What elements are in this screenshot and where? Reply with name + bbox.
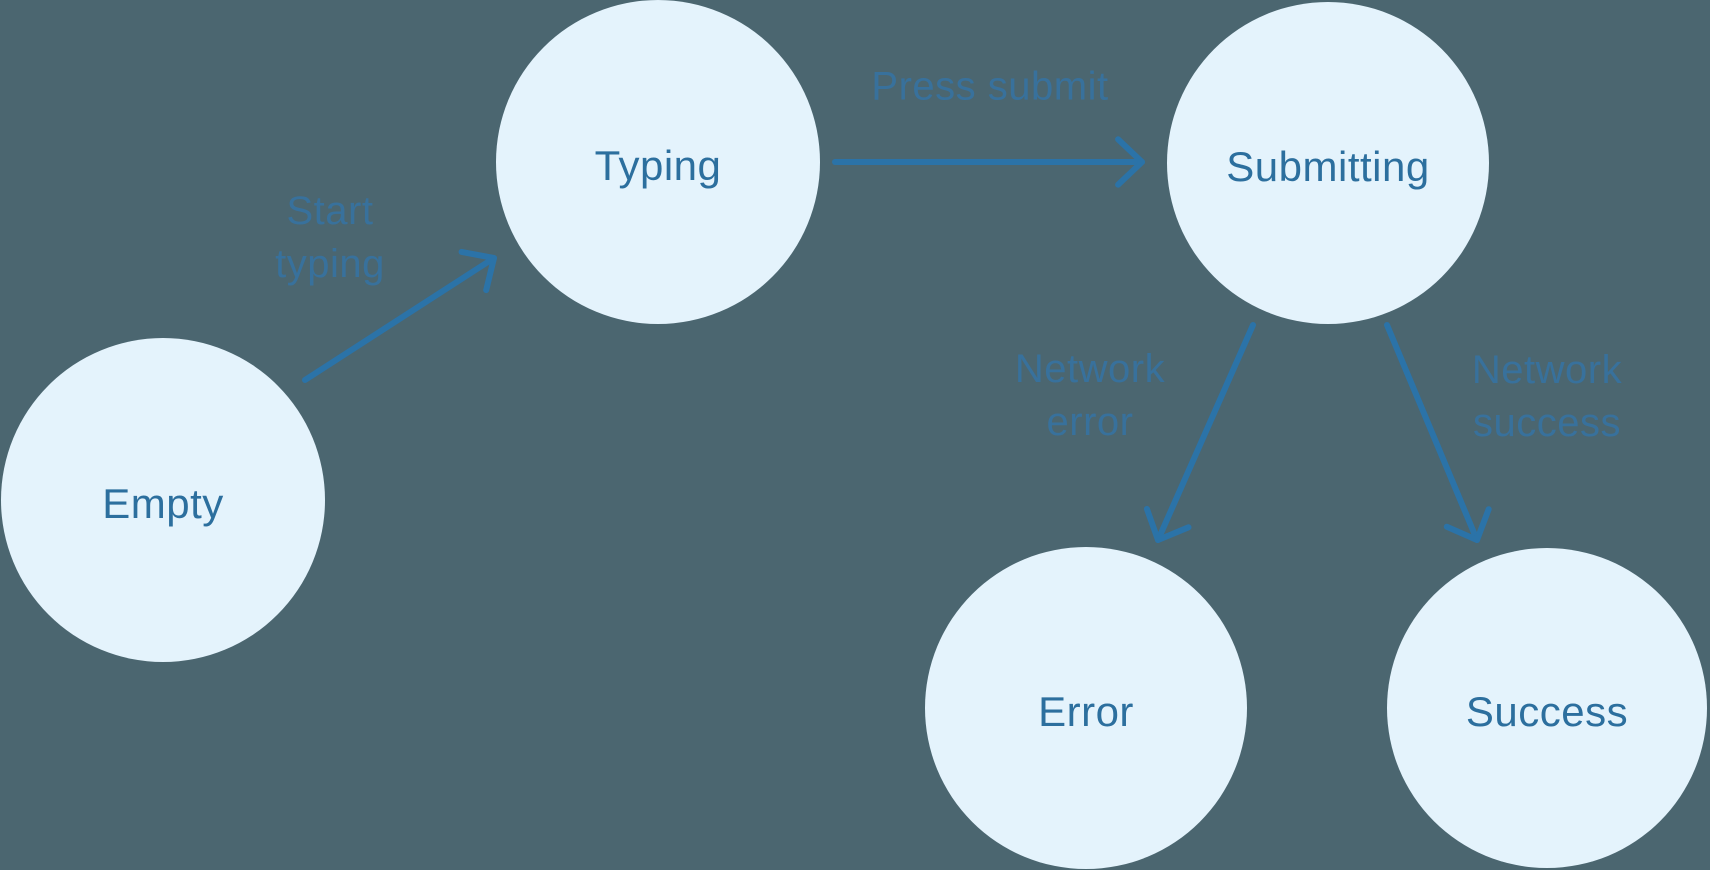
transition-label-line: Network: [1014, 347, 1166, 391]
transition-label-submitting-to-success: Network success: [1472, 344, 1622, 450]
state-node-submitting: Submitting: [1167, 2, 1489, 324]
transition-label-line: Start: [286, 189, 374, 233]
transition-label-line: success: [1472, 401, 1621, 445]
state-node-typing: Typing: [496, 0, 820, 324]
state-node-success: Success: [1387, 548, 1707, 868]
transition-label-line: Press submit: [871, 64, 1109, 109]
state-node-empty: Empty: [1, 338, 325, 662]
transition-arrow-typing-to-submitting: [832, 136, 1145, 188]
transition-label-typing-to-submitting: Press submit: [871, 61, 1108, 114]
arrowhead-icon: [458, 248, 497, 294]
arrowhead-icon: [1143, 505, 1192, 543]
state-node-label: Typing: [594, 142, 722, 189]
state-node-label: Error: [1038, 688, 1134, 735]
transition-label-submitting-to-error: Network error: [1015, 343, 1165, 449]
state-node-error: Error: [925, 547, 1247, 869]
arrowhead-icon: [1443, 506, 1492, 543]
state-node-label: Empty: [102, 480, 224, 527]
transition-label-line: error: [1046, 400, 1134, 444]
state-node-label: Submitting: [1226, 143, 1430, 190]
transition-label-empty-to-typing: Start typing: [275, 185, 385, 291]
transition-label-line: typing: [275, 242, 385, 286]
arrow-shaft: [1155, 322, 1256, 543]
arrow-shaft: [1384, 322, 1480, 543]
transition-label-line: Network: [1471, 348, 1623, 392]
arrowhead-icon: [1115, 136, 1145, 188]
state-node-label: Success: [1465, 688, 1629, 735]
